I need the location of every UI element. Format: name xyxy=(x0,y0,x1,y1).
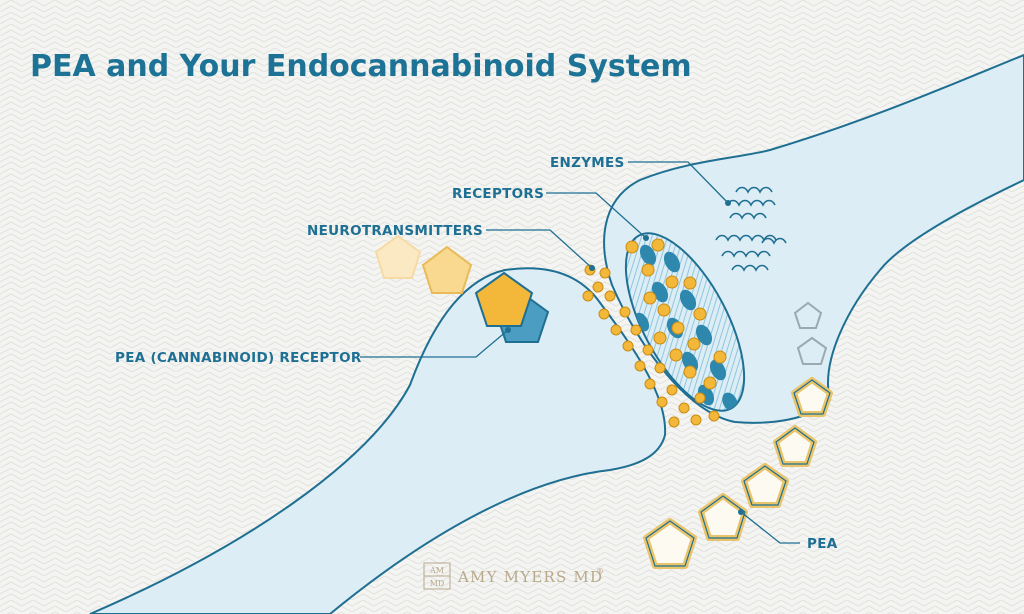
leader-dots xyxy=(505,200,744,515)
label-pea: PEA xyxy=(807,536,838,552)
label-pea-receptor: PEA (CANNABINOID) RECEPTOR xyxy=(115,350,362,366)
label-enzymes: ENZYMES xyxy=(550,155,625,171)
pea-cannabinoid-receptor xyxy=(474,271,550,343)
brand-name: AMY MYERS MD xyxy=(457,568,603,586)
label-neurotransmitters: NEUROTRANSMITTERS xyxy=(307,223,483,239)
brand-logo: AM MD AMY MYERS MD ® xyxy=(423,562,604,590)
leader-lines xyxy=(360,161,800,544)
enzyme-coils xyxy=(715,186,787,272)
neurotransmitters xyxy=(582,264,720,428)
receptor-cluster xyxy=(624,232,746,412)
pea-molecules-inside xyxy=(793,301,828,365)
drifting-pea-molecules xyxy=(374,234,473,294)
registered-mark: ® xyxy=(596,567,604,576)
monogram-bottom: MD xyxy=(430,579,445,588)
monogram-top: AM xyxy=(429,566,444,575)
label-receptors: RECEPTORS xyxy=(452,186,544,202)
page-title: PEA and Your Endocannabinoid System xyxy=(30,49,692,84)
